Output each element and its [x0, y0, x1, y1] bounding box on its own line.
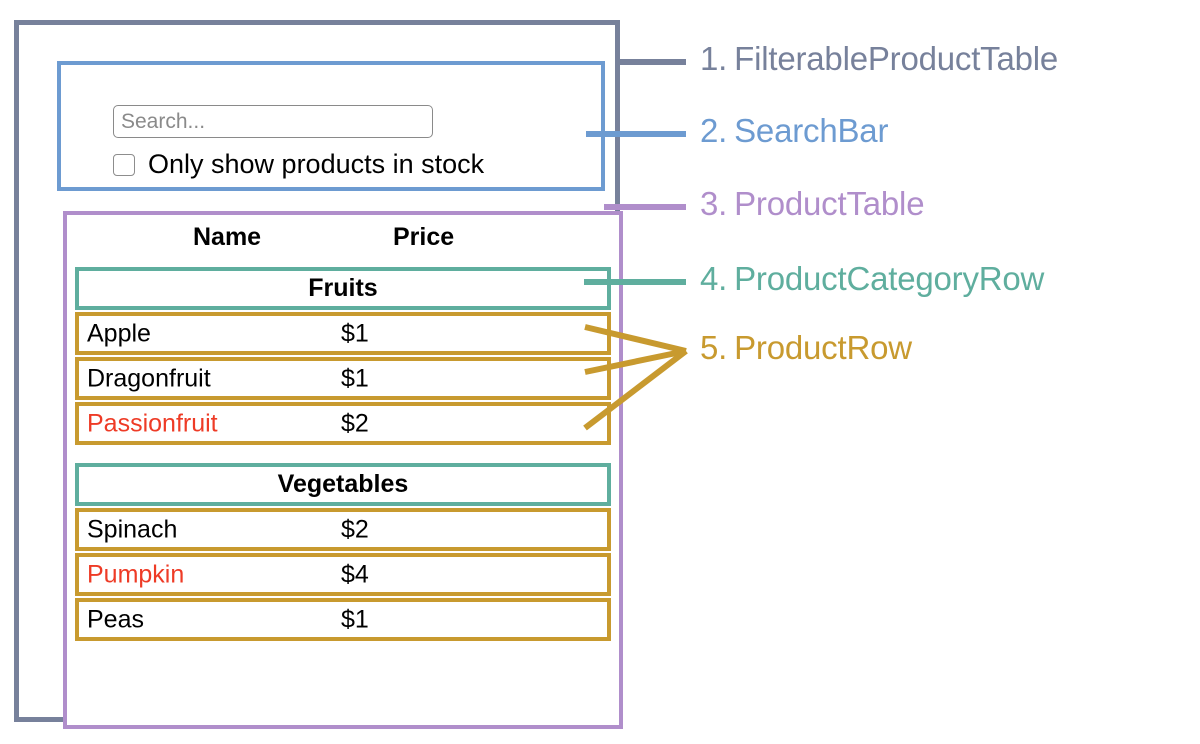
product-price: $2 [341, 409, 369, 437]
group-spacer [75, 447, 611, 463]
annotation-label-2: 2.SearchBar [700, 112, 888, 150]
annotation-number: 4. [700, 260, 728, 297]
product-name: Spinach [87, 515, 178, 543]
annotation-label-5: 5.ProductRow [700, 329, 912, 367]
product-category-label: Vegetables [277, 470, 409, 498]
product-table-header: Name Price [67, 223, 619, 259]
annotation-number: 2. [700, 112, 728, 149]
annotation-label-4: 4.ProductCategoryRow [700, 260, 1044, 298]
product-category-row: Fruits [75, 267, 611, 310]
product-row: Peas $1 [75, 598, 611, 641]
product-price: $1 [341, 319, 369, 347]
in-stock-checkbox[interactable] [113, 153, 135, 176]
annotation-number: 5. [700, 329, 728, 366]
search-input[interactable] [113, 105, 433, 138]
annotation-component-name: ProductTable [734, 185, 925, 222]
product-price: $2 [341, 515, 369, 543]
product-row: Dragonfruit $1 [75, 357, 611, 400]
product-row: Passionfruit $2 [75, 402, 611, 445]
product-price: $1 [341, 605, 369, 633]
column-header-price: Price [393, 223, 455, 251]
product-name: Passionfruit [87, 409, 218, 437]
product-name: Dragonfruit [87, 364, 211, 392]
product-name: Pumpkin [87, 560, 185, 588]
product-row: Apple $1 [75, 312, 611, 355]
product-row: Pumpkin $4 [75, 553, 611, 596]
product-row: Spinach $2 [75, 508, 611, 551]
product-price: $1 [341, 364, 369, 392]
in-stock-checkbox-row[interactable]: Only show products in stock [113, 149, 484, 180]
annotation-label-3: 3.ProductTable [700, 185, 925, 223]
annotation-component-name: FilterableProductTable [734, 40, 1059, 77]
search-bar-container: Only show products in stock [57, 61, 605, 191]
column-header-name: Name [193, 223, 262, 251]
product-category-label: Fruits [308, 274, 378, 302]
annotation-number: 3. [700, 185, 728, 222]
product-price: $4 [341, 560, 369, 588]
annotation-component-name: ProductCategoryRow [734, 260, 1045, 297]
product-name: Peas [87, 605, 144, 633]
annotation-component-name: SearchBar [734, 112, 889, 149]
annotation-label-1: 1.FilterableProductTable [700, 40, 1058, 78]
annotation-number: 1. [700, 40, 728, 77]
product-category-row: Vegetables [75, 463, 611, 506]
in-stock-checkbox-label: Only show products in stock [148, 149, 485, 179]
filterable-product-table-container: Only show products in stock Name Price F… [14, 20, 623, 729]
product-name: Apple [87, 319, 151, 347]
annotation-component-name: ProductRow [734, 329, 912, 366]
